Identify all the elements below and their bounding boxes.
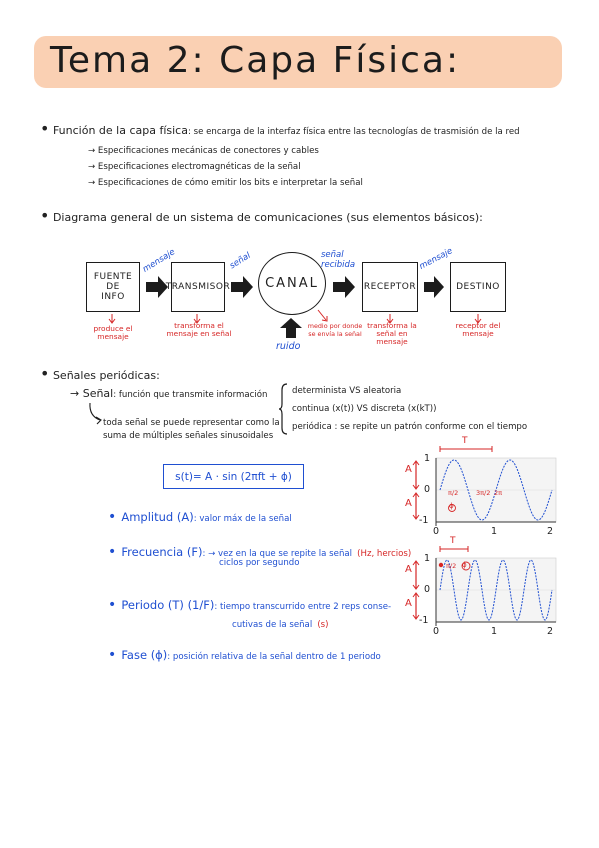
receptor-label: RECEPTOR: [363, 282, 417, 292]
prop-name: Frecuencia (F): [121, 545, 203, 559]
section2-heading: • Diagrama general de un sistema de comu…: [40, 206, 483, 225]
plot-1-svg: [412, 446, 557, 526]
annotation: 2π: [494, 489, 503, 497]
circle-canal: CANAL: [258, 252, 326, 315]
note-line2: suma de múltiples señales sinusoidales: [103, 431, 274, 441]
note-line1: toda señal se puede representar como la: [103, 418, 280, 428]
y-tick: 1: [424, 553, 431, 564]
note-transforma-senal: transforma la señal en mensaje: [367, 321, 417, 346]
label-senal-recibida: señal recibida: [321, 250, 355, 270]
y-tick: -1: [419, 615, 429, 626]
canal-label: CANAL: [265, 276, 319, 291]
annotation: 3π/2: [476, 489, 491, 497]
prop-desc: : tiempo transcurrido entre 2 reps conse…: [214, 602, 392, 612]
x-tick: 2: [547, 526, 554, 537]
note-receptor-del: receptor del mensaje: [455, 321, 501, 338]
box-fuente: FUENTE DE INFO: [86, 262, 140, 312]
y-tick: 0: [424, 584, 431, 595]
brace-icon: [279, 383, 288, 435]
section3-heading: • Señales periódicas:: [40, 364, 160, 383]
page-title: Tema 2: Capa Física:: [50, 40, 461, 81]
label-senal-recibida-1: señal: [321, 250, 344, 260]
section3-heading-text: Señales periódicas:: [52, 369, 160, 382]
note-produce: produce el mensaje: [93, 324, 133, 341]
amplitude-label: A: [405, 564, 412, 575]
heading-term: Función de la capa física: [52, 124, 188, 137]
list-item: → Especificaciones mecánicas de conector…: [88, 146, 319, 156]
arrow-right-icon: [333, 276, 355, 298]
prop-name: Periodo (T) (1/F): [121, 598, 215, 612]
type-item: periódica : se repite un patrón conforme…: [292, 422, 528, 432]
prop-desc: : posición relativa de la señal dentro d…: [167, 652, 381, 662]
prop-fase: • Fase (ϕ): posición relativa de la seña…: [108, 647, 381, 663]
prop-name: Fase (ϕ): [121, 648, 168, 662]
senal-term: → Señal: [70, 387, 114, 400]
prop-desc2: ciclos por segundo: [219, 558, 300, 568]
box-destino: DESTINO: [450, 262, 506, 312]
transmisor-label: TRANSMISOR: [165, 282, 231, 292]
arrow-right-icon: [231, 276, 253, 298]
prop-name: Amplitud (A): [121, 510, 194, 524]
annotation: π/2: [448, 489, 459, 497]
arrow-right-icon: [146, 276, 168, 298]
y-tick: -1: [419, 515, 429, 526]
box-transmisor: TRANSMISOR: [166, 262, 230, 312]
x-tick: 0: [433, 526, 440, 537]
fuente-line2: INFO: [101, 292, 125, 302]
prop-unit: (Hz, hercios): [357, 549, 412, 559]
section1-heading: • Función de la capa física: se encarga …: [40, 119, 520, 138]
list-item: → Especificaciones electromagnéticas de …: [88, 162, 301, 172]
amplitude-label: A: [405, 498, 412, 509]
prop-amplitud: • Amplitud (A): valor máx de la señal: [108, 509, 292, 525]
plot-2-svg: [412, 546, 557, 626]
list-item: → Especificaciones de cómo emitir los bi…: [88, 178, 363, 188]
prop-unit: (s): [317, 620, 329, 630]
prop-periodo: • Periodo (T) (1/F): tiempo transcurrido…: [108, 597, 392, 613]
destino-label: DESTINO: [456, 282, 500, 292]
type-item: continua (x(t)) VS discreta (x(kT)): [292, 404, 437, 414]
annotation: π/2: [446, 562, 457, 570]
prop-desc-cont: cutivas de la señal: [232, 620, 313, 630]
amplitude-label: A: [405, 464, 412, 475]
x-tick: 0: [433, 626, 440, 637]
type-item: determinista VS aleatoria: [292, 386, 402, 396]
prop-desc: : valor máx de la señal: [193, 514, 292, 524]
label-senal-recibida-2: recibida: [321, 260, 356, 270]
phase-annotation: ϕ: [462, 561, 467, 569]
period-label: T: [450, 536, 456, 546]
curved-arrow-icon: [89, 402, 102, 425]
note-transforma: transforma el mensaje en señal: [166, 321, 232, 338]
sine-wave-2: [439, 559, 553, 621]
amplitude-label: A: [405, 598, 412, 609]
y-tick: 1: [424, 453, 431, 464]
title-banner: [34, 36, 562, 88]
period-label: T: [462, 436, 468, 446]
senal-def: : función que transmite información: [113, 390, 268, 400]
sine-wave-1: [439, 459, 553, 521]
phase-annotation: ϕ: [449, 502, 454, 510]
heading-desc: : se encarga de la interfaz física entre…: [187, 127, 520, 137]
y-tick: 0: [424, 484, 431, 495]
prop-frecuencia: • Frecuencia (F): → vez en la que se rep…: [108, 544, 412, 560]
senal-definition: → Señal: función que transmite informaci…: [70, 387, 267, 400]
plot-1: T A A 1 0 -1 0 1 2 π/2 3π/2 2π ϕ: [404, 436, 564, 542]
formula-box: s(t)= A · sin (2πft + ϕ): [163, 464, 304, 489]
x-tick: 1: [491, 526, 498, 537]
note-medio: medio por donde se envía la señal: [307, 322, 363, 338]
box-receptor: RECEPTOR: [362, 262, 418, 312]
prop-periodo-cont: cutivas de la señal (s): [232, 612, 329, 631]
x-tick: 1: [491, 626, 498, 637]
plot-2: T A A 1 0 -1 0 1 2 π/2 ϕ: [404, 536, 564, 640]
formula-text: s(t)= A · sin (2πft + ϕ): [175, 470, 292, 483]
x-tick: 2: [547, 626, 554, 637]
label-ruido: ruido: [276, 341, 301, 352]
prop-desc: vez en la que se repite la señal: [218, 549, 353, 559]
fuente-line1: FUENTE DE: [93, 272, 133, 292]
section2-heading-text: Diagrama general de un sistema de comuni…: [52, 211, 483, 224]
arrow-up-icon: [280, 318, 302, 338]
arrow-right-icon: [424, 276, 444, 298]
